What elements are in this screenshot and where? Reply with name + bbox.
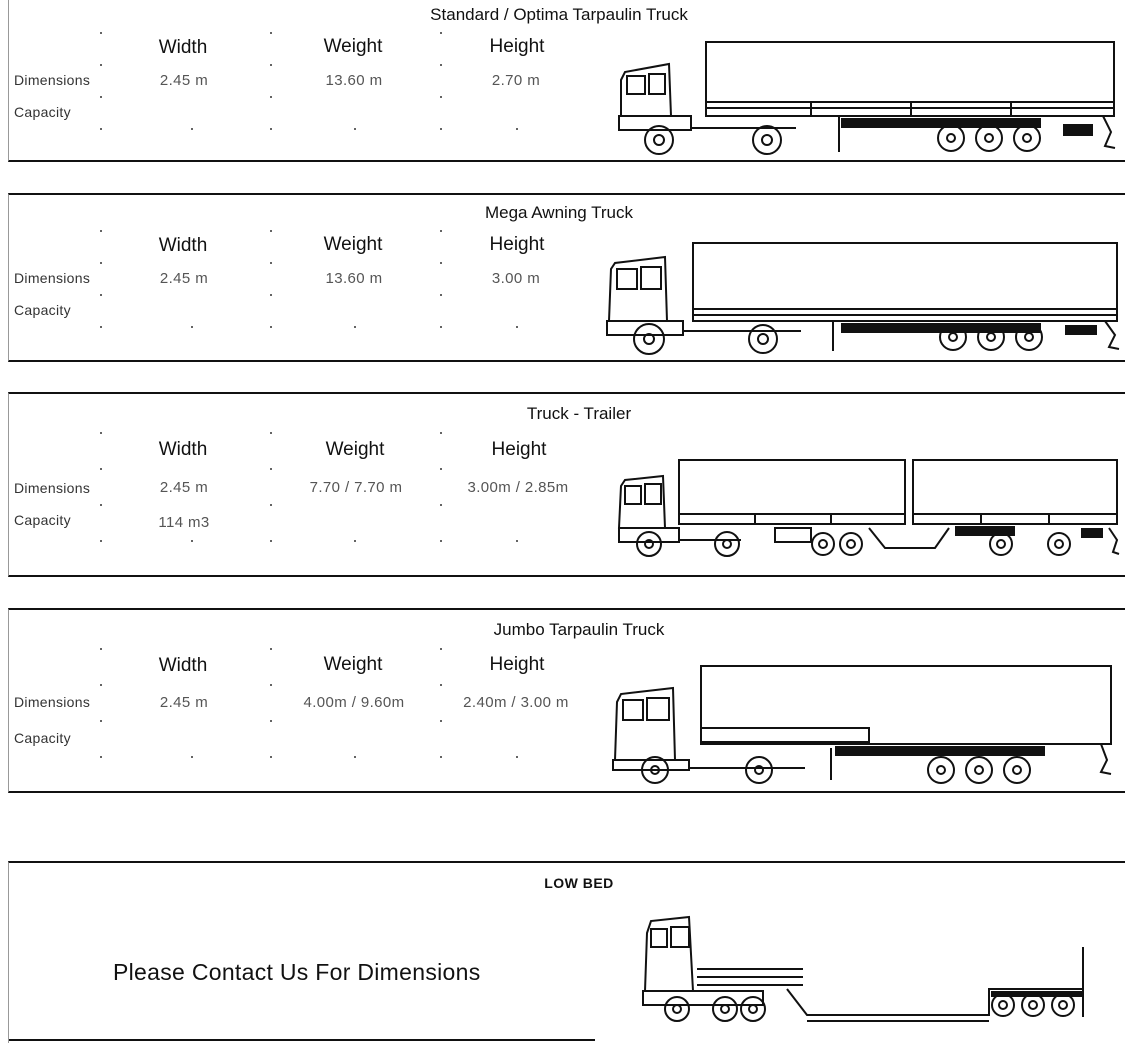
value-weight: 13.60 m [325,270,383,287]
row-label-capacity: Capacity [14,104,71,120]
value-height: 2.70 m [491,72,541,89]
value-height: 3.00 m [491,270,541,287]
column-header-weight: Weight [323,654,383,675]
row-label-capacity: Capacity [14,512,71,528]
column-header-weight: Weight [325,439,385,460]
column-header-height: Height [489,234,545,255]
column-header-width: Width [158,235,208,256]
section-title: LOW BED [544,875,614,891]
column-header-width: Width [158,37,208,58]
column-header-weight: Weight [323,234,383,255]
value-width: 2.45 m [159,270,209,287]
section-truck-trailer: Truck - Trailer Width Weight Height Dime… [8,392,1125,577]
row-label-dimensions: Dimensions [14,694,91,710]
section-low-bed: LOW BED Please Contact Us For Dimensions [8,861,1125,1043]
value-width: 2.45 m [159,72,209,89]
contact-message: Please Contact Us For Dimensions [113,959,481,985]
section-title: Standard / Optima Tarpaulin Truck [430,5,688,24]
value-height: 3.00m / 2.85m [467,479,569,496]
semi-trailer-truck-icon [618,41,1116,155]
value-width: 2.45 m [159,479,209,496]
section-title: Mega Awning Truck [484,203,634,222]
value-capacity: 114 m3 [158,514,210,531]
row-label-dimensions: Dimensions [14,72,91,88]
section-title: Jumbo Tarpaulin Truck [493,620,665,639]
column-header-height: Height [489,36,545,57]
column-header-height: Height [489,654,545,675]
value-weight: 13.60 m [325,72,383,89]
column-header-height: Height [491,439,547,460]
column-header-width: Width [158,439,208,460]
section-standard-optima: Standard / Optima Tarpaulin Truck Width … [8,0,1125,162]
value-width: 2.45 m [159,694,209,711]
row-label-capacity: Capacity [14,730,71,746]
mega-awning-truck-icon [606,242,1120,355]
section-title: Truck - Trailer [526,404,632,423]
low-bed-truck-icon [642,915,1084,1022]
column-header-width: Width [158,655,208,676]
truck-trailer-icon [617,459,1120,557]
value-weight: 4.00m / 9.60m [303,694,405,711]
value-weight: 7.70 / 7.70 m [309,479,403,496]
value-height: 2.40m / 3.00 m [463,694,569,711]
row-label-dimensions: Dimensions [14,480,91,496]
column-header-weight: Weight [323,36,383,57]
row-label-dimensions: Dimensions [14,270,91,286]
row-label-capacity: Capacity [14,302,71,318]
section-mega-awning: Mega Awning Truck Width Weight Height Di… [8,193,1125,362]
section-jumbo-tarpaulin: Jumbo Tarpaulin Truck Width Weight Heigh… [8,608,1125,793]
jumbo-tarpaulin-truck-icon [612,665,1112,784]
